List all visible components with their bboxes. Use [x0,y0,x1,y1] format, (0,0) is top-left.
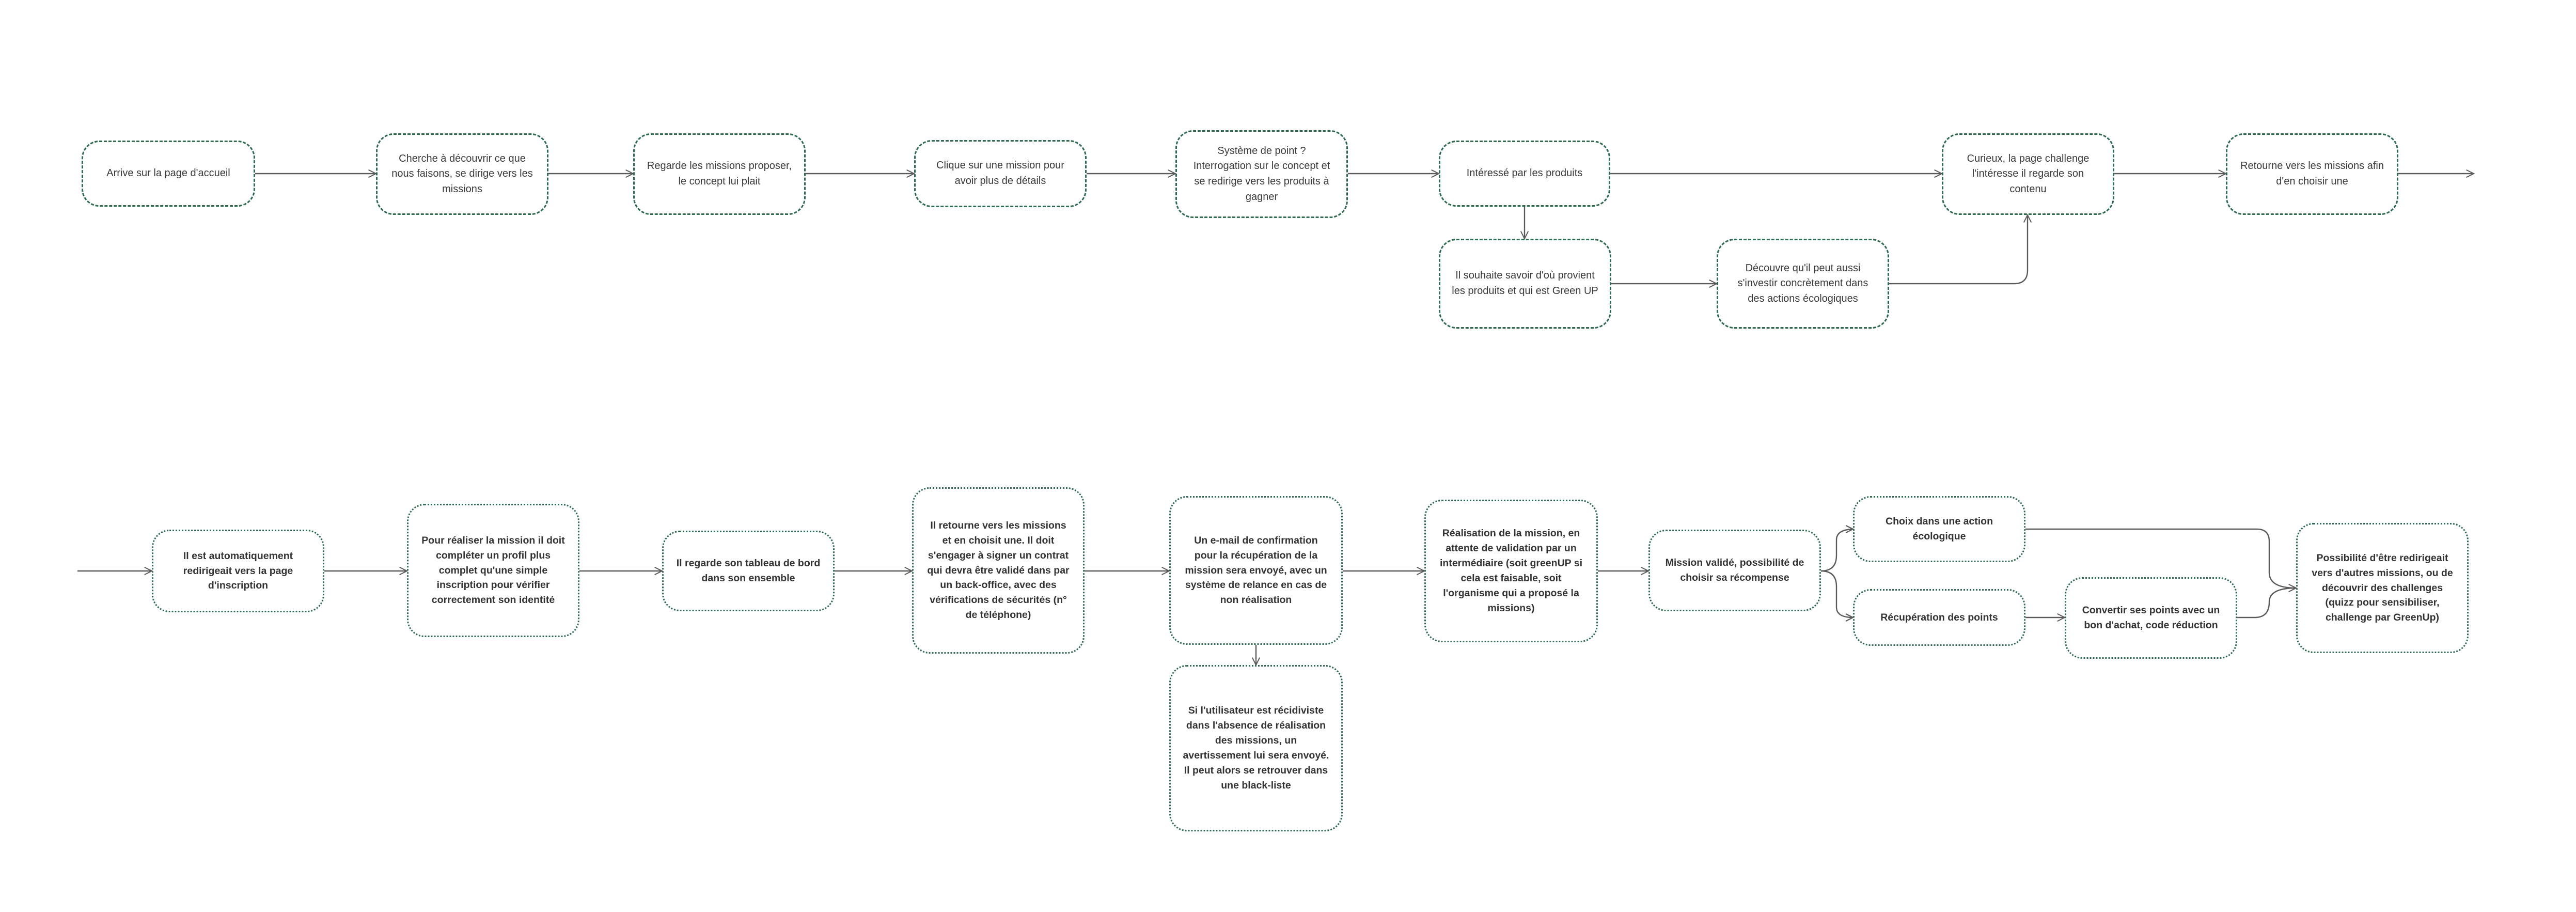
flow-step-mission-validee: Mission validé, possibilité de choisir s… [1648,530,1821,611]
connector-arrow [2025,528,2296,588]
flow-step-autres-missions-challenges: Possibilité d'être redirigeait vers d'au… [2296,523,2469,653]
flow-step-decouvrir-missions: Cherche à découvrir ce que nous faisons,… [376,133,548,215]
flow-step-provenance-produits: Il souhaite savoir d'où provient les pro… [1439,239,1611,329]
flow-step-actions-ecologiques: Découvre qu'il peut aussi s'investir con… [1717,239,1889,329]
connector-branch [1820,570,1854,619]
connector-merge [2237,587,2297,619]
flow-step-interesse-produits: Intéressé par les produits [1439,141,1610,207]
flow-step-contrat-mission: Il retourne vers les missions et en choi… [912,487,1085,654]
connector-arrow [1889,215,2028,285]
flow-step-clique-mission: Clique sur une mission pour avoir plus d… [914,140,1087,207]
flow-step-completer-profil: Pour réaliser la mission il doit complét… [407,504,579,637]
flow-step-realisation-mission: Réalisation de la mission, en attente de… [1424,500,1598,642]
flow-step-avertissement-recidiviste: Si l'utilisateur est récidiviste dans l'… [1169,665,1343,831]
flow-step-redirection-inscription: Il est automatiquement redirigeait vers … [152,530,324,612]
flow-step-email-confirmation: Un e-mail de confirmation pour la récupé… [1169,496,1343,645]
flow-step-retourne-missions: Retourne vers les missions afin d'en cho… [2226,133,2398,215]
flow-step-regarde-missions: Regarde les missions proposer, le concep… [633,133,806,215]
flow-step-arrive-accueil: Arrive sur la page d'accueil [82,141,255,207]
flow-step-convertir-points: Convertir ses points avec un bon d'achat… [2065,577,2237,659]
flow-step-recuperation-points: Récupération des points [1853,589,2025,646]
flow-step-page-challenge: Curieux, la page challenge l'intéresse i… [1942,133,2114,215]
flow-step-tableau-de-bord: Il regarde son tableau de bord dans son … [662,531,835,611]
flow-step-choix-action: Choix dans une action écologique [1853,496,2025,562]
connector-branch [1820,528,1854,572]
flow-step-systeme-points: Système de point ? Interrogation sur le … [1175,130,1348,218]
